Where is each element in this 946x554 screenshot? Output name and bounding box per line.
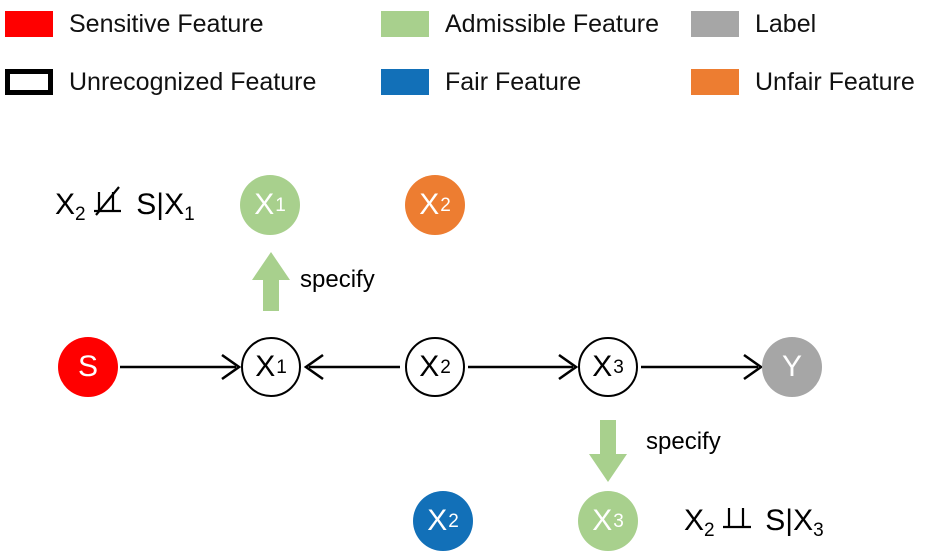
edge-x2-to-x3	[468, 353, 579, 381]
expr-lhs: X	[55, 188, 76, 221]
node-s[interactable]: S	[58, 337, 118, 397]
legend-label-label: Label	[755, 10, 817, 38]
edge-s-to-x1	[120, 353, 242, 381]
node-y-label: Y	[781, 350, 802, 383]
node-x2-unfair-sub: 2	[440, 194, 451, 216]
expr2-lhs-sub: 2	[704, 520, 715, 542]
legend-label-unfair-feature: Unfair Feature	[755, 68, 915, 96]
expr-rhs-sub: 1	[184, 204, 195, 226]
unfair-feature-swatch	[691, 69, 739, 95]
node-x2-unfair-label: X	[419, 188, 440, 221]
node-x3-graph-sub: 3	[613, 356, 624, 378]
expression-not-independent: X2 S|X1	[55, 186, 195, 224]
node-x1-graph-label: X	[255, 350, 276, 383]
unrecognized-feature-swatch	[5, 69, 53, 95]
node-x3-admissible-label: X	[592, 504, 613, 537]
expr-lhs-sub: 2	[75, 204, 86, 226]
specify-arrow-up-icon	[252, 252, 290, 311]
legend-label-admissible-feature: Admissible Feature	[445, 10, 659, 38]
independent-symbol-icon	[722, 502, 757, 532]
expression-independent: X2 S|X3	[684, 502, 824, 542]
specify-label-top: specify	[300, 266, 375, 293]
sensitive-feature-swatch	[5, 11, 53, 37]
not-independent-symbol-icon	[93, 186, 128, 216]
node-x3-admissible-sub: 3	[613, 510, 624, 532]
legend-item-fair-feature: Fair Feature	[381, 69, 581, 95]
node-x1-graph-sub: 1	[276, 356, 287, 378]
node-x2-fair-label: X	[427, 504, 448, 537]
node-y[interactable]: Y	[762, 337, 822, 397]
node-x1-admissible-label: X	[254, 188, 275, 221]
legend-label-sensitive-feature: Sensitive Feature	[69, 10, 264, 38]
legend-item-admissible-feature: Admissible Feature	[381, 11, 659, 37]
expr2-lhs: X	[684, 504, 705, 537]
edge-x3-to-y	[641, 353, 764, 381]
legend-item-unfair-feature: Unfair Feature	[691, 69, 915, 95]
node-x2-fair-sub: 2	[448, 510, 459, 532]
expr2-rhs-sub: 3	[813, 520, 824, 542]
legend-item-sensitive-feature: Sensitive Feature	[5, 11, 264, 37]
node-x1-admissible-sub: 1	[275, 194, 286, 216]
legend-item-label: Label	[691, 11, 816, 37]
fair-feature-swatch	[381, 69, 429, 95]
legend-label-unrecognized-feature: Unrecognized Feature	[69, 68, 317, 96]
legend-item-unrecognized-feature: Unrecognized Feature	[5, 69, 316, 95]
edge-x2-to-x1	[303, 353, 400, 381]
admissible-feature-swatch	[381, 11, 429, 37]
node-x2-graph-label: X	[419, 350, 440, 383]
specify-arrow-down-icon	[589, 420, 627, 482]
expr-rhs: S|X	[136, 188, 185, 221]
node-x2-graph-sub: 2	[440, 356, 451, 378]
label-swatch	[691, 11, 739, 37]
node-x3-graph-label: X	[592, 350, 613, 383]
specify-label-bottom: specify	[646, 428, 721, 455]
legend-label-fair-feature: Fair Feature	[445, 68, 582, 96]
expr2-rhs: S|X	[765, 504, 814, 537]
node-s-label: S	[77, 350, 98, 383]
